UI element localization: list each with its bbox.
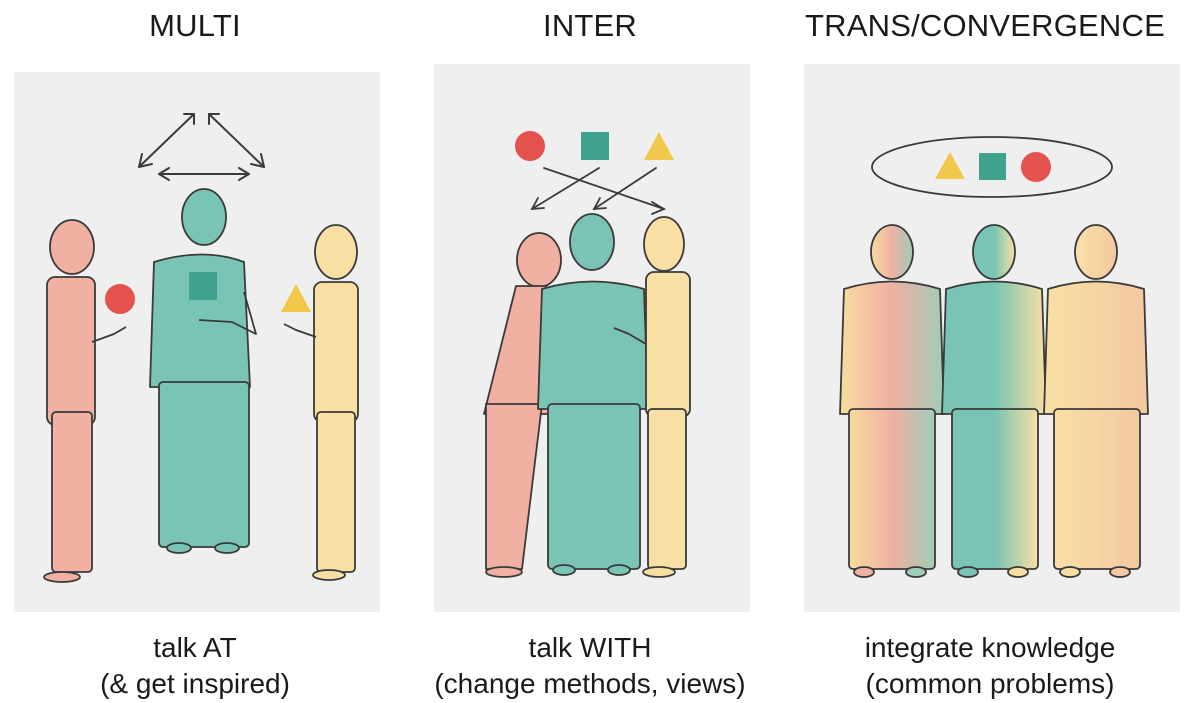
person-blend-left-icon [839, 224, 945, 578]
panel-inter [434, 64, 750, 612]
caption-inter-line2: (change methods, views) [434, 668, 746, 699]
caption-multi-line1: talk AT [153, 632, 237, 663]
caption-trans: integrate knowledge (common problems) [810, 630, 1170, 702]
person-red-icon [43, 219, 127, 583]
caption-trans-line1: integrate knowledge [864, 632, 1116, 663]
heading-multi: MULTI [149, 8, 241, 43]
person-blend-right-icon [1043, 224, 1149, 578]
green-square-icon [189, 272, 217, 300]
trans-illustration [839, 136, 1149, 578]
shared-ellipse-icon [871, 136, 1113, 198]
yellow-triangle-icon [281, 284, 311, 312]
caption-trans-line2: (common problems) [865, 668, 1115, 699]
yellow-triangle-icon [644, 132, 674, 160]
red-circle-icon [515, 131, 545, 161]
person-yellow-icon [613, 216, 691, 578]
heading-inter: INTER [543, 8, 637, 43]
person-blend-center-icon [941, 224, 1047, 578]
caption-multi: talk AT (& get inspired) [20, 630, 370, 702]
person-yellow-icon [283, 224, 359, 581]
red-circle-icon [105, 284, 135, 314]
panel-multi [14, 72, 380, 612]
red-circle-icon [1021, 152, 1051, 182]
panel-trans [804, 64, 1180, 612]
inter-illustration [483, 131, 691, 578]
person-green-icon [537, 213, 649, 576]
multi-illustration [43, 113, 359, 583]
caption-inter-line1: talk WITH [528, 632, 652, 663]
person-green-icon [149, 188, 257, 554]
green-square-icon [979, 153, 1006, 180]
caption-inter: talk WITH (change methods, views) [410, 630, 770, 702]
person-red-icon [483, 232, 562, 578]
heading-trans-convergence: TRANS/CONVERGENCE [805, 8, 1165, 43]
yellow-triangle-icon [935, 152, 965, 179]
arrows-triangle-icon [138, 113, 265, 181]
crossing-arrows-icon [530, 167, 667, 215]
green-square-icon [581, 132, 609, 160]
caption-multi-line2: (& get inspired) [100, 668, 290, 699]
